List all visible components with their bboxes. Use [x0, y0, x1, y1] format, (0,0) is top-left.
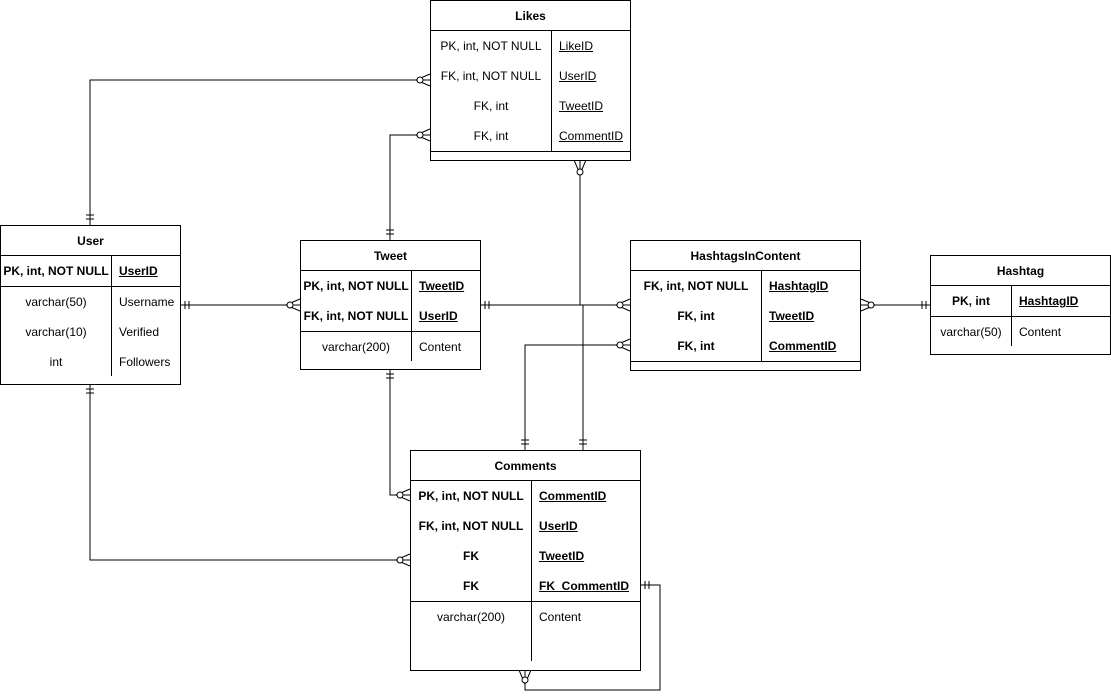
entity-likes[interactable]: Likes PK, int, NOT NULL LikeID FK, int, …: [430, 0, 631, 161]
attr-name: HashtagID: [769, 279, 829, 293]
link-user-tweet: [181, 298, 301, 312]
attr-type: FK, int: [677, 339, 715, 353]
attr-name: HashtagID: [1019, 294, 1079, 308]
attr-type: PK, int, NOT NULL: [418, 489, 524, 503]
attr-type: FK, int: [677, 309, 715, 323]
entity-row: FK, int TweetID: [431, 91, 630, 121]
entity-row: PK, int, NOT NULL TweetID: [301, 271, 480, 301]
attr-type: PK, int, NOT NULL: [303, 279, 409, 293]
attr-type: FK: [463, 549, 479, 563]
link-comments-likes: [573, 159, 587, 450]
attr-name: TweetID: [559, 99, 604, 113]
attr-name: UserID: [539, 519, 578, 533]
entity-row: int Followers: [1, 347, 180, 377]
attr-type: PK, int, NOT NULL: [440, 39, 542, 53]
entity-row: FK, int, NOT NULL UserID: [301, 301, 480, 332]
entity-title: Comments: [411, 451, 640, 481]
column-divider: [111, 256, 112, 376]
attr-type: FK, int, NOT NULL: [418, 519, 524, 533]
link-comments-self: [518, 581, 661, 691]
entity-row: PK, int, NOT NULL CommentID: [411, 481, 640, 511]
attr-name: CommentID: [559, 129, 624, 143]
entity-comments[interactable]: Comments PK, int, NOT NULL CommentID FK,…: [410, 450, 641, 671]
attr-type: varchar(50): [940, 325, 1002, 339]
attr-name: Content: [539, 610, 582, 624]
entity-row: FK, int, NOT NULL HashtagID: [631, 271, 860, 301]
entity-tweet[interactable]: Tweet PK, int, NOT NULL TweetID FK, int,…: [300, 240, 481, 370]
attr-name: LikeID: [559, 39, 594, 53]
attr-type: FK, int, NOT NULL: [303, 309, 409, 323]
entity-row: FK, int TweetID: [631, 301, 860, 331]
attr-name: Followers: [119, 355, 171, 369]
attr-type: PK, int: [952, 294, 990, 308]
entity-hashtagsincontent[interactable]: HashtagsInContent FK, int, NOT NULL Hash…: [630, 240, 861, 371]
attr-name: Content: [419, 340, 462, 354]
entity-user[interactable]: User PK, int, NOT NULL UserID varchar(50…: [0, 225, 181, 385]
attr-name: UserID: [419, 309, 458, 323]
attr-name: CommentID: [539, 489, 607, 503]
attr-type: FK: [463, 579, 479, 593]
attr-type: FK, int: [473, 99, 509, 113]
entity-row: FK TweetID: [411, 541, 640, 571]
attr-name: Username: [119, 295, 175, 309]
entity-title: Tweet: [301, 241, 480, 271]
attr-type: int: [49, 355, 63, 369]
attr-type: FK, int: [473, 129, 509, 143]
link-tweet-likes: [386, 128, 431, 240]
attr-name: TweetID: [769, 309, 815, 323]
column-divider: [411, 271, 412, 361]
link-user-comments: [86, 385, 411, 567]
attr-name: FK_CommentID: [539, 579, 630, 593]
link-user-likes: [86, 73, 431, 225]
link-tweet-comments: [386, 370, 411, 502]
attr-name: Content: [1019, 325, 1062, 339]
entity-title: Hashtag: [931, 256, 1110, 286]
entity-row: FK, int, NOT NULL UserID: [411, 511, 640, 541]
column-divider: [551, 31, 552, 151]
entity-row: FK, int, NOT NULL UserID: [431, 61, 630, 91]
column-divider: [1011, 286, 1012, 346]
attr-type: FK, int, NOT NULL: [643, 279, 749, 293]
attr-name: TweetID: [419, 279, 465, 293]
entity-title: Likes: [431, 1, 630, 31]
entity-row: varchar(200) Content: [411, 602, 640, 632]
entity-row: FK, int CommentID: [431, 121, 630, 152]
attr-type: PK, int, NOT NULL: [3, 264, 109, 278]
attr-name: UserID: [119, 264, 158, 278]
attr-name: UserID: [559, 69, 597, 83]
link-comments-hashtagsincontent: [521, 338, 631, 450]
attr-name: TweetID: [539, 549, 585, 563]
entity-row: varchar(50) Username: [1, 287, 180, 317]
entity-row: PK, int, NOT NULL UserID: [1, 256, 180, 287]
entity-hashtag[interactable]: Hashtag PK, int HashtagID varchar(50) Co…: [930, 255, 1111, 355]
attr-type: varchar(10): [25, 325, 87, 339]
attr-type: varchar(200): [436, 610, 506, 624]
column-divider: [531, 481, 532, 661]
attr-type: FK, int, NOT NULL: [440, 69, 542, 83]
entity-row: varchar(10) Verified: [1, 317, 180, 347]
attr-type: varchar(200): [321, 340, 391, 354]
entity-title: User: [1, 226, 180, 256]
link-hashtag-hashtagsincontent: [860, 298, 930, 312]
attr-name: Verified: [119, 325, 160, 339]
entity-row: FK, int CommentID: [631, 331, 860, 362]
entity-title: HashtagsInContent: [631, 241, 860, 271]
entity-row: FK FK_CommentID: [411, 571, 640, 602]
entity-row: PK, int HashtagID: [931, 286, 1110, 317]
entity-row: PK, int, NOT NULL LikeID: [431, 31, 630, 61]
entity-row: varchar(200) Content: [301, 332, 480, 362]
attr-name: CommentID: [769, 339, 837, 353]
column-divider: [761, 271, 762, 361]
attr-type: varchar(50): [25, 295, 87, 309]
link-tweet-hashtagsincontent: [481, 298, 631, 312]
entity-row: varchar(50) Content: [931, 317, 1110, 347]
